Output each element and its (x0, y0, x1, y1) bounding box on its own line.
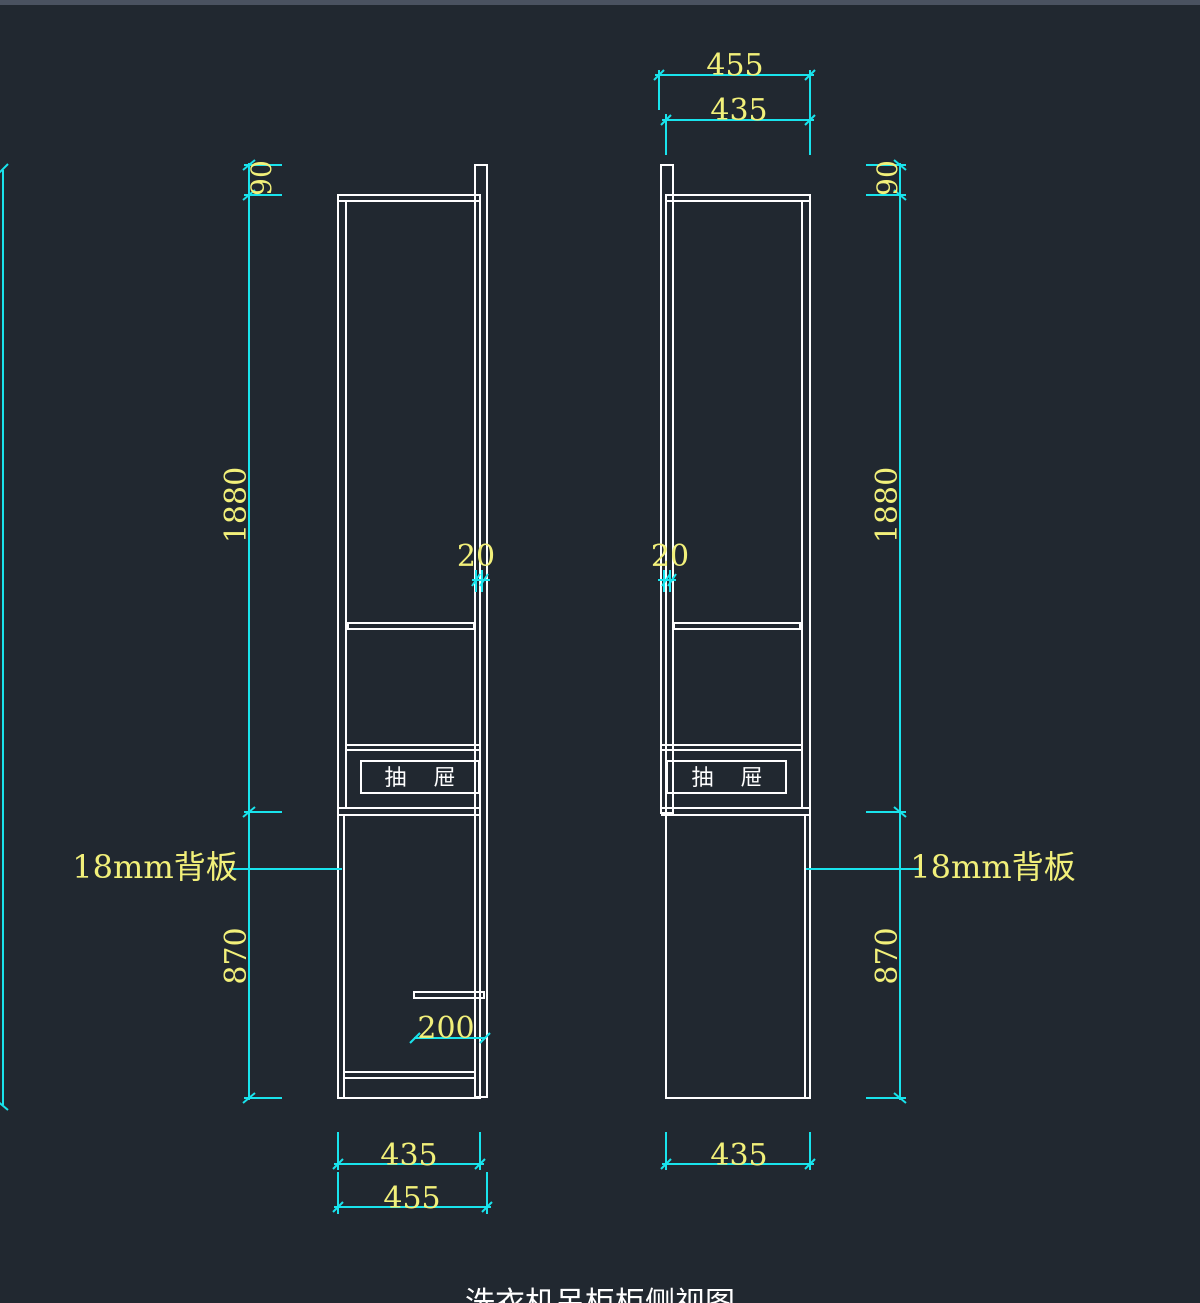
drawing-caption: 洗衣机吊柜柜侧视图 (465, 1286, 735, 1303)
right-depth-outer-label: 455 (706, 48, 763, 83)
partial-dimension-left-edge (0, 163, 9, 1111)
left-shelf-depth-dimension (409, 1032, 491, 1044)
right-height-lower-label: 870 (870, 927, 905, 984)
right-depth-inner-label: 435 (710, 93, 767, 128)
left-vertical-dimension-chain (242, 159, 282, 1104)
right-top-depth-dimensions (653, 69, 816, 155)
right-cabinet-outline (660, 164, 811, 1099)
window-top-border (0, 0, 1200, 5)
left-cabinet-outline (337, 164, 488, 1099)
right-panel-thickness-label: 20 (651, 539, 689, 574)
left-back-panel-label: 18mm背板 (72, 848, 237, 886)
left-bottom-depth-dimensions (332, 1132, 493, 1214)
left-panel-thickness-label: 20 (457, 539, 495, 574)
left-height-lower-label: 870 (219, 927, 254, 984)
left-shelf-depth-label: 200 (417, 1011, 474, 1046)
right-drawer-label: 抽 屉 (692, 766, 763, 791)
left-depth-outer-label: 455 (383, 1181, 440, 1216)
left-depth-inner-label: 435 (380, 1138, 437, 1173)
right-panel-thickness-dimension (658, 570, 677, 592)
right-height-top-label: 90 (871, 160, 904, 196)
right-vertical-dimension-chain (866, 159, 907, 1104)
left-drawer-label: 抽 屉 (385, 766, 456, 791)
right-bottom-depth-dimension (660, 1132, 816, 1170)
left-height-top-label: 90 (245, 160, 278, 196)
right-height-upper-label: 1880 (870, 467, 905, 543)
right-back-panel-label: 18mm背板 (910, 848, 1075, 886)
left-panel-thickness-dimension (471, 570, 490, 592)
left-height-upper-label: 1880 (219, 467, 254, 543)
dimension-labels: 90 1880 870 20 200 435 455 18mm背板 455 43… (72, 48, 1075, 1216)
right-depth-bottom-label: 435 (710, 1138, 767, 1173)
